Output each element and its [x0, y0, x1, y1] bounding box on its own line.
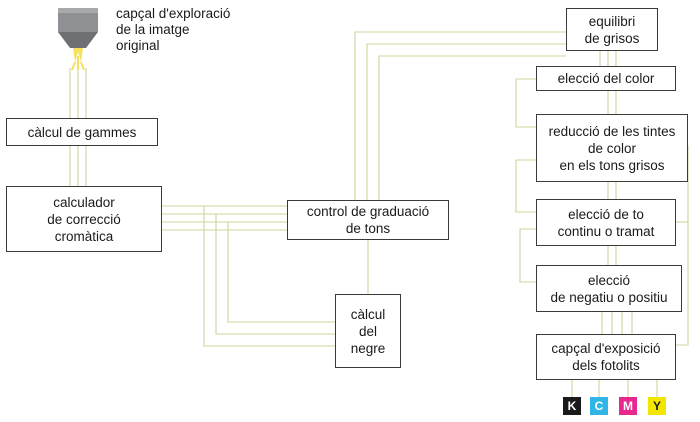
ink-swatch-k: K: [563, 397, 581, 415]
tone-control-box: control de graduació de tons: [287, 200, 449, 240]
color-choice-box: elecció del color: [536, 66, 676, 91]
exposure-head-box: capçal d'exposició dels fotolits: [536, 334, 676, 380]
ink-swatch-y: Y: [648, 397, 666, 415]
ink-swatch-m: M: [619, 397, 637, 415]
gamma-calc-box: càlcul de gammes: [6, 118, 158, 146]
ink-swatch-c: C: [590, 397, 608, 415]
neg-pos-choice-box: elecció de negatiu o positiu: [536, 265, 682, 312]
scan-head-icon: [58, 8, 98, 71]
scan-head-label: capçal d'exploració de la imatge origina…: [116, 6, 231, 53]
black-calc-box: càlcul del negre: [335, 294, 401, 368]
gray-balance-box: equilibri de grisos: [566, 8, 658, 51]
color-correction-box: calculador de correcció cromàtica: [6, 186, 162, 252]
ink-reduction-box: reducció de les tintes de color en els t…: [536, 114, 688, 182]
tone-choice-box: elecció de to continu o tramat: [536, 199, 676, 246]
